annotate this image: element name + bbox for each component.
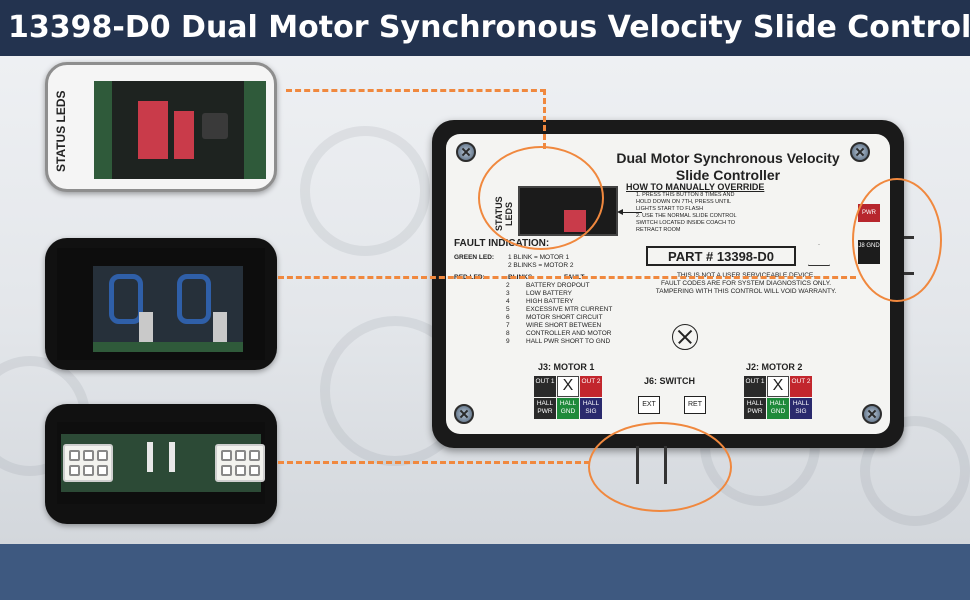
footer-bar	[0, 544, 970, 600]
motor1-label: J3: MOTOR 1	[538, 362, 595, 372]
page-title: 13398-D0 Dual Motor Synchronous Velocity…	[0, 0, 970, 56]
fault-indication-title: FAULT INDICATION:	[454, 238, 550, 249]
switch-ret-label: RET	[684, 396, 706, 414]
status-leds-callout-label: STATUS LEDS	[54, 90, 68, 172]
leader-line-status-vertical	[543, 89, 546, 149]
override-step: SWITCH LOCATED INSIDE COACH TO	[636, 220, 736, 226]
leader-line-side	[278, 276, 856, 279]
motor1-hall-gnd: HALL GND	[557, 398, 579, 419]
override-step: LIGHTS START TO FLASH	[636, 206, 704, 212]
motor2-out1: OUT 1	[744, 376, 766, 397]
switch-label: J6: SWITCH	[644, 376, 696, 386]
side-pins-highlight-ring	[852, 178, 942, 302]
connector-6-pin-left	[63, 444, 113, 482]
screw-icon	[862, 404, 882, 424]
device-title: Dual Motor Synchronous Velocity Slide Co…	[616, 150, 840, 183]
leader-line-status	[286, 89, 546, 92]
motor2-label: J2: MOTOR 2	[746, 362, 803, 372]
motor1-out1: OUT 1	[534, 376, 556, 397]
motor2-hall-pwr: HALL PWR	[744, 398, 766, 419]
switch-ext-label: EXT	[638, 396, 660, 414]
motor1-terminal-block: OUT 1 X OUT 2 HALL PWR HALL GND HALL SIG	[534, 376, 602, 420]
override-step: 1. PRESS THIS BUTTON 8 TIMES AND	[636, 192, 735, 198]
part-number: PART # 13398-D0	[646, 246, 796, 266]
motor1-hall-sig: HALL SIG	[580, 398, 602, 419]
motor1-out2: OUT 2	[580, 376, 602, 397]
screw-icon	[456, 142, 476, 162]
notice-text: THIS IS NOT A USER SERVICEABLE DEVICE. F…	[616, 272, 876, 296]
motor2-hall-sig: HALL SIG	[790, 398, 812, 419]
motor1-x: X	[557, 376, 579, 397]
motor2-terminal-block: OUT 1 X OUT 2 HALL PWR HALL GND HALL SIG	[744, 376, 812, 420]
motor-terminals-callout	[45, 238, 277, 370]
notice-line: TAMPERING WITH THIS CONTROL WILL VOID WA…	[655, 288, 837, 295]
connector-6-pin-right	[215, 444, 265, 482]
green-led-line: 1 BLINK = MOTOR 1	[508, 254, 570, 261]
leader-line-switch	[278, 461, 590, 464]
status-leds-highlight-ring	[478, 146, 604, 250]
screw-icon	[454, 404, 474, 424]
override-steps: 1. PRESS THIS BUTTON 8 TIMES AND HOLD DO…	[636, 192, 816, 234]
green-led-line: 2 BLINKS = MOTOR 2	[508, 262, 574, 269]
arrow-left-icon	[617, 209, 642, 215]
override-step: RETRACT ROOM	[636, 227, 681, 233]
notice-line: THIS IS NOT A USER SERVICEABLE DEVICE.	[676, 272, 816, 279]
status-leds-callout: STATUS LEDS	[45, 62, 277, 192]
motor2-hall-gnd: HALL GND	[767, 398, 789, 419]
motor2-out2: OUT 2	[790, 376, 812, 397]
screw-icon	[850, 142, 870, 162]
green-led-label: GREEN LED:	[454, 254, 495, 261]
x-circle-icon	[672, 324, 698, 350]
warning-triangle-icon	[808, 244, 830, 266]
motor2-x: X	[767, 376, 789, 397]
override-step: HOLD DOWN ON 7TH, PRESS UNTIL	[636, 199, 732, 205]
switch-pins-highlight-ring	[588, 422, 732, 512]
notice-line: FAULT CODES ARE FOR SYSTEM DIAGNOSTICS O…	[661, 280, 831, 287]
status-leds-closeup	[94, 81, 266, 179]
red-led-switch	[138, 101, 168, 159]
override-title: HOW TO MANUALLY OVERRIDE	[626, 182, 765, 192]
connectors-callout	[45, 404, 277, 524]
override-step: 2. USE THE NORMAL SLIDE CONTROL	[636, 213, 737, 219]
motor1-hall-pwr: HALL PWR	[534, 398, 556, 419]
